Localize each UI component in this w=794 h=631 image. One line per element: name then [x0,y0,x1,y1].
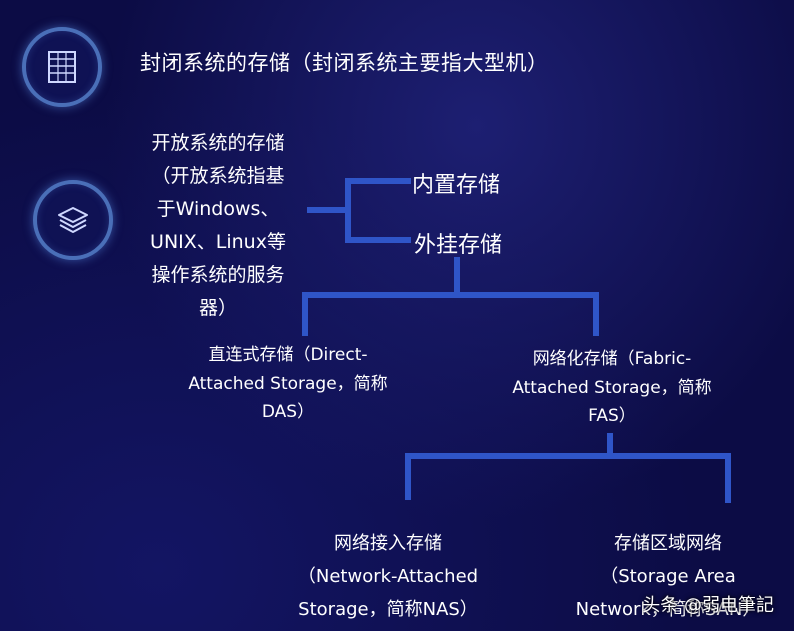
san-line: 存储区域网络 [614,533,722,554]
open-system-line: 开放系统的存储 [151,132,285,154]
fas-line: 网络化存储（Fabric- [532,349,692,369]
nas-node: 网络接入存储 （Network-Attached Storage，简称NAS） [276,527,500,626]
external-storage-node: 外挂存储 [414,233,503,258]
open-system-label: 开放系统的存储 （开放系统指基 于Windows、 UNIX、Linux等 操作… [138,127,298,325]
das-node: 直连式存储（Direct- Attached Storage，简称 DAS） [170,341,406,427]
das-line: 直连式存储（Direct- [208,345,368,365]
open-system-line: （开放系统指基 [151,165,285,187]
layers-icon [33,180,113,260]
open-system-line: UNIX、Linux等 [150,231,286,253]
das-line: Attached Storage，简称 [188,373,388,394]
san-line: Network，简称SAN） [575,599,761,620]
watermark: 头条 @弱电筆記 [642,595,774,616]
nas-line: Storage，简称NAS） [298,599,478,620]
das-line: DAS） [261,402,315,422]
open-system-line: 器） [198,297,237,319]
closed-system-label: 封闭系统的存储（封闭系统主要指大型机） [140,51,549,75]
internal-storage-node: 内置存储 [412,173,501,198]
open-system-line: 于Windows、 [156,198,280,220]
fas-line: FAS） [588,406,636,426]
nas-line: 网络接入存储 [334,533,442,554]
fas-node: 网络化存储（Fabric- Attached Storage，简称 FAS） [494,345,730,431]
fas-line: Attached Storage，简称 [512,377,712,398]
server-rack-icon [22,27,102,107]
san-line: （Storage Area [600,566,736,587]
open-system-line: 操作系统的服务 [151,264,285,286]
san-node: 存储区域网络 （Storage Area Network，简称SAN） [556,527,780,626]
nas-line: （Network-Attached [297,566,479,587]
